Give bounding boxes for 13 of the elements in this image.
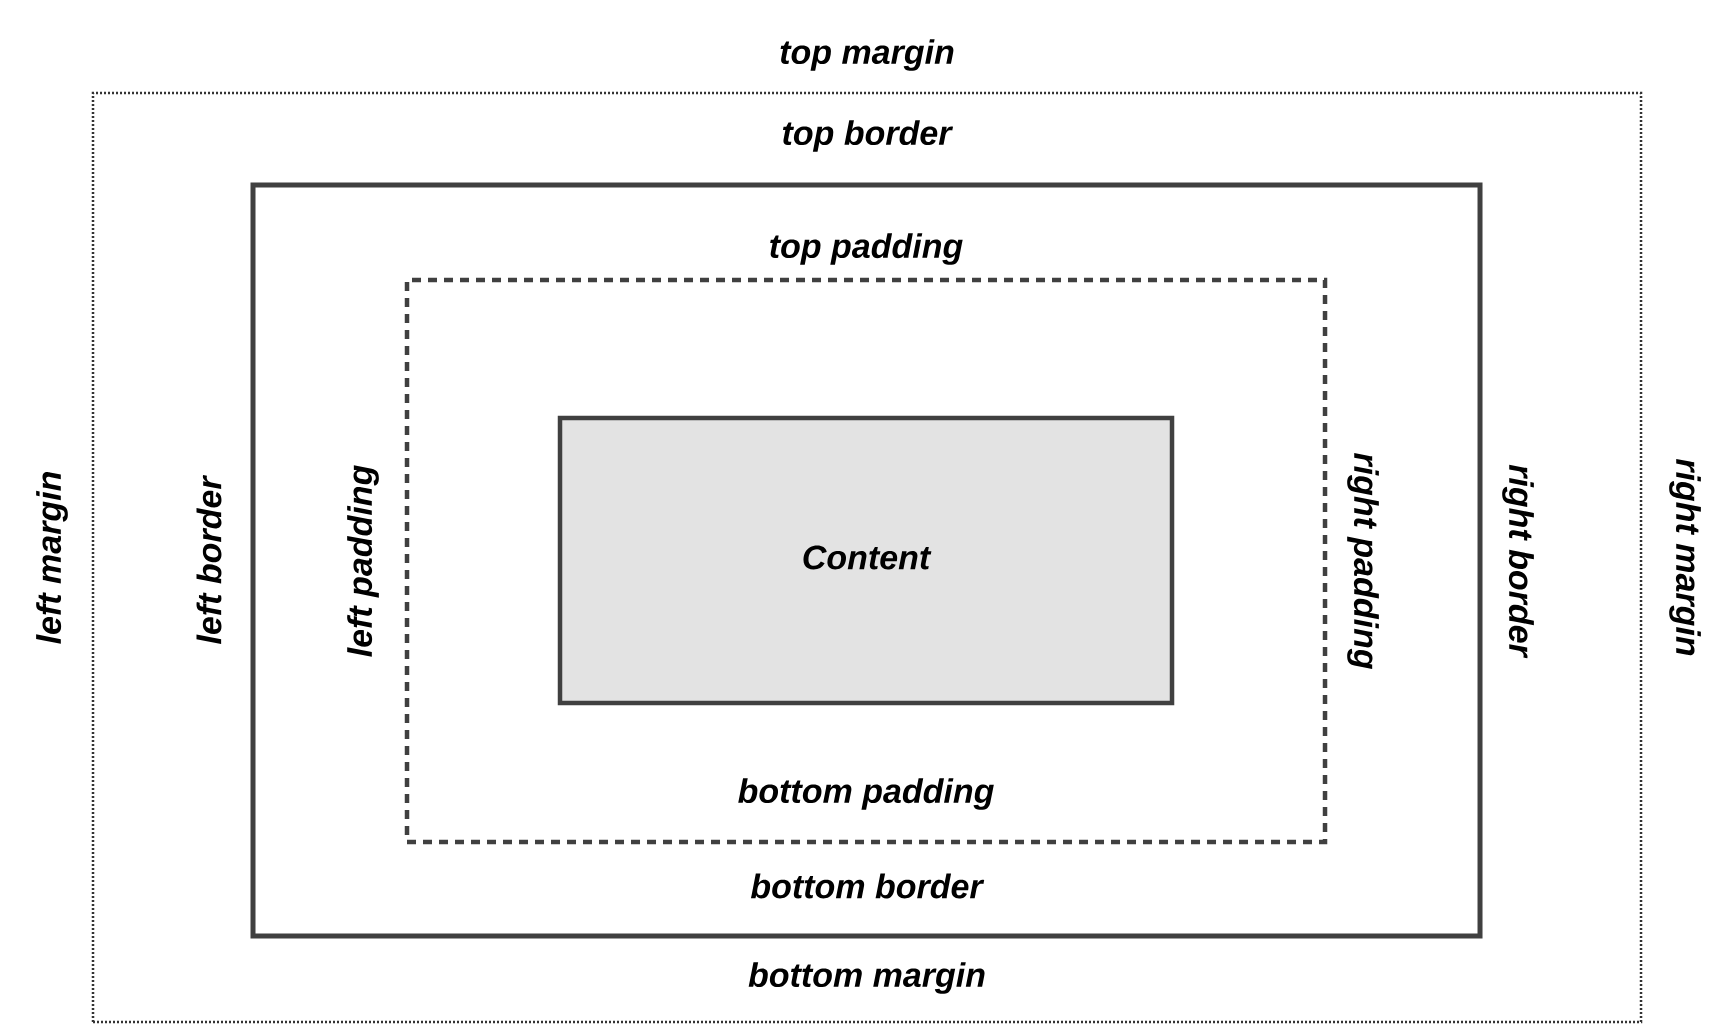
box-label: left padding (347, 465, 379, 657)
box-label: left margin (36, 472, 68, 644)
box-label: right padding (1347, 453, 1379, 669)
box-label: left border (196, 474, 222, 644)
box-label: bottom margin (748, 962, 985, 994)
box-label: bottom padding (738, 778, 994, 810)
box-label: top padding (770, 233, 963, 265)
box-label: top border (782, 120, 954, 152)
box-label: right margin (1669, 458, 1701, 656)
box-label: Content (803, 545, 932, 570)
box-label: right border (1502, 464, 1534, 659)
box-label: top margin (780, 39, 954, 71)
box-label: bottom border (750, 873, 985, 899)
